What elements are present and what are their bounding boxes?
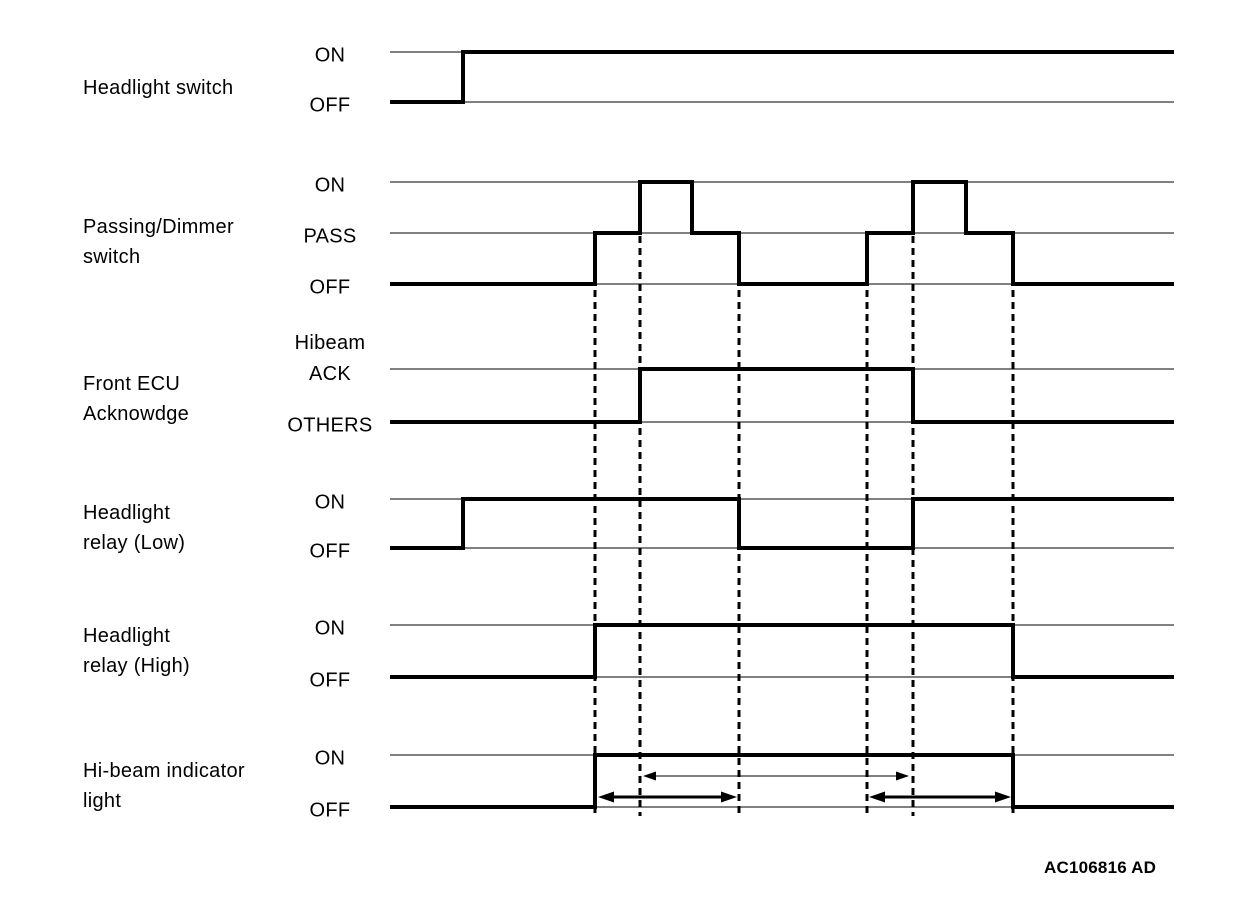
headlight-relay-high-level-label-off: OFF (310, 666, 351, 697)
hi-beam-indicator-light-level-label-on: ON (315, 744, 346, 775)
arrow-head-right (896, 771, 909, 781)
level-label-line: OFF (309, 799, 351, 822)
row-label-line: Headlight (83, 625, 171, 647)
headlight-switch-level-label-on: ON (315, 41, 346, 72)
level-label-line: OFF (309, 276, 351, 299)
hi-beam-indicator-light-level-label-off: OFF (310, 796, 351, 827)
level-label-line: ON (314, 174, 346, 197)
row-label-line: Hi-beam indicator (83, 760, 245, 782)
level-label-line: PASS (303, 225, 357, 248)
headlight-relay-low-level-label-off: OFF (310, 537, 351, 568)
level-label-line: Hibeam (294, 332, 366, 354)
passing-dimmer-switch-level-label-off: OFF (310, 273, 351, 304)
level-label-line: OTHERS (287, 414, 373, 437)
level-label-line: ON (314, 617, 346, 640)
level-label-line: ON (314, 747, 346, 770)
row-label-line: light (83, 790, 122, 812)
level-label-line: ON (314, 491, 346, 514)
front-ecu-acknowledge-row-label: Front ECU Acknowdge (83, 369, 189, 429)
row-label-line: Headlight (83, 502, 171, 524)
headlight-switch-level-label-off: OFF (310, 91, 351, 122)
passing-dimmer-switch-row-label: Passing/Dimmer switch (83, 212, 234, 272)
headlight-switch-row-label: Headlight switch (83, 73, 233, 103)
headlight-relay-high-level-label-on: ON (315, 614, 346, 645)
level-label-line: ACK (308, 363, 352, 385)
arrow-head-left (643, 771, 656, 781)
row-label-line: Headlight switch (83, 77, 234, 99)
level-label-line: OFF (309, 94, 351, 117)
arrow-head-right (721, 791, 737, 803)
headlight-relay-high-row-label: Headlight relay (High) (83, 621, 190, 681)
front-ecu-acknowledge-level-label-others: OTHERS (287, 411, 372, 442)
row-label-line: relay (High) (83, 655, 190, 677)
arrow-head-right (995, 791, 1011, 803)
row-label-line: switch (83, 246, 141, 268)
level-label-line: OFF (309, 669, 351, 692)
passing-dimmer-switch-level-label-on: ON (315, 171, 346, 202)
row-label-line: Acknowdge (83, 403, 190, 425)
arrow-head-left (869, 791, 885, 803)
passing-dimmer-switch-level-label-pass: PASS (303, 222, 356, 253)
level-label-line: OFF (309, 540, 351, 563)
figure-id: AC106816 AD (1044, 858, 1157, 877)
row-label-line: Passing/Dimmer (83, 216, 234, 238)
hi-beam-indicator-light-row-label: Hi-beam indicator light (83, 756, 245, 816)
row-label-line: Front ECU (83, 373, 181, 395)
row-label-line: relay (Low) (83, 532, 186, 554)
arrow-head-left (598, 791, 614, 803)
headlight-relay-low-level-label-on: ON (315, 488, 346, 519)
headlight-relay-low-row-label: Headlight relay (Low) (83, 498, 185, 558)
level-label-line: ON (314, 44, 346, 67)
